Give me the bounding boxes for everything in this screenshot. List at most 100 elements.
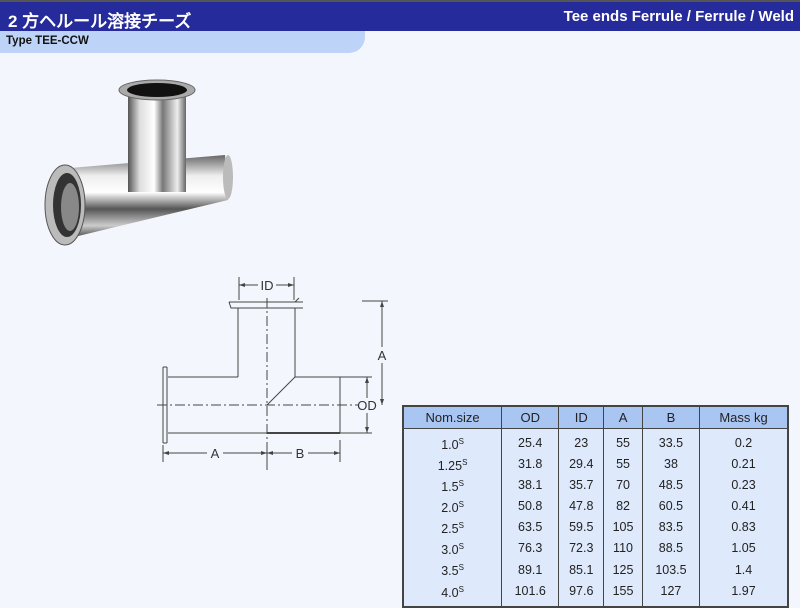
cell-value: 4.0 [441, 585, 459, 600]
table-cell: 3.5S [402, 559, 503, 581]
size-suffix: S [458, 542, 464, 552]
cell-value: 89.1 [518, 562, 543, 577]
table-cell: 29.4 [558, 453, 605, 475]
table-cell: 3.0S [402, 538, 503, 560]
cell-value: 55 [616, 456, 630, 471]
cell-value: 38.1 [518, 477, 543, 492]
cell-value: 88.5 [658, 541, 684, 556]
title-japanese: 2 方ヘルール溶接チーズ [8, 12, 192, 31]
cell-value: 38 [664, 456, 678, 471]
column-header: B [641, 405, 701, 429]
cell-value: 125 [612, 562, 634, 577]
cell-value: 3.0 [441, 543, 459, 558]
table-cell: 82 [603, 495, 643, 518]
cell-value: 110 [613, 541, 633, 556]
label-id: ID [261, 278, 274, 293]
table-cell: 103.5 [641, 559, 701, 581]
table-cell: 72.3 [558, 538, 605, 560]
table-row: 3.5S 89.1 85.1 125 103.5 1.4 [402, 559, 789, 581]
column-header: Nom.size [402, 405, 503, 429]
cell-value: 83.5 [658, 520, 684, 535]
column-header: Mass kg [699, 405, 789, 429]
table-cell: 55 [603, 428, 643, 454]
cell-value: 97.6 [569, 583, 594, 598]
cell-value: 76.3 [518, 541, 543, 556]
table-cell: 125 [603, 559, 643, 581]
table-cell: 33.5 [641, 428, 701, 454]
cell-value: 72.3 [569, 541, 594, 556]
cell-value: 35.7 [569, 477, 594, 492]
table-cell: 2.5S [402, 517, 503, 539]
cell-value: 0.21 [731, 456, 756, 471]
size-suffix: S [458, 584, 464, 594]
cell-value: 48.5 [658, 477, 684, 492]
cell-value: 59.5 [569, 520, 594, 535]
table-cell: 101.6 [501, 580, 560, 607]
table-cell: 35.7 [558, 474, 605, 496]
cell-value: 127 [660, 583, 682, 598]
table-cell: 0.83 [699, 517, 789, 539]
table-cell: 155 [603, 580, 643, 607]
cell-value: 33.5 [658, 435, 684, 450]
table-cell: 0.21 [699, 453, 789, 475]
size-suffix: S [458, 499, 464, 509]
table-cell: 1.0S [402, 428, 503, 454]
table-cell: 2.0S [402, 495, 503, 518]
table-cell: 0.2 [699, 428, 789, 454]
table-cell: 0.41 [699, 495, 789, 518]
cell-value: 103.5 [655, 562, 687, 577]
cell-value: 63.5 [518, 520, 543, 535]
table-cell: 1.5S [402, 474, 503, 496]
table-row: 3.0S 76.3 72.3 110 88.5 1.05 [402, 538, 789, 560]
table-cell: 47.8 [558, 495, 605, 518]
label-a-vertical: A [378, 348, 387, 363]
cell-value: 105 [612, 520, 634, 535]
table-cell: 55 [603, 453, 643, 475]
size-suffix: S [458, 563, 464, 573]
cell-value: 55 [616, 435, 630, 450]
header-bar: 2 方ヘルール溶接チーズ Tee ends Ferrule / Ferrule … [0, 0, 800, 31]
cell-value: 85.1 [569, 562, 594, 577]
table-row: 1.0S 25.4 23 55 33.5 0.2 [402, 428, 789, 454]
cell-value: 23 [574, 435, 589, 450]
cell-value: 50.8 [518, 499, 543, 514]
table-cell: 38 [641, 453, 701, 475]
cell-value: 25.4 [518, 435, 543, 450]
cell-value: 60.5 [658, 499, 684, 514]
table-cell: 1.25S [402, 453, 503, 475]
table-cell: 25.4 [501, 428, 560, 454]
table-cell: 60.5 [641, 495, 701, 518]
type-label: Type TEE-CCW [6, 35, 89, 47]
cell-value: 0.41 [731, 499, 756, 514]
table-cell: 105 [603, 517, 643, 539]
table-cell: 88.5 [641, 538, 701, 560]
table-cell: 63.5 [501, 517, 560, 539]
title-english: Tee ends Ferrule / Ferrule / Weld [563, 8, 794, 25]
column-header: ID [558, 405, 605, 429]
cell-value: 0.23 [731, 477, 756, 492]
table-cell: 127 [641, 580, 701, 607]
size-suffix: S [458, 478, 464, 488]
table-cell: 0.23 [699, 474, 789, 496]
table-cell: 59.5 [558, 517, 605, 539]
table-cell: 97.6 [558, 580, 605, 607]
table-cell: 4.0S [402, 580, 503, 607]
cell-value: 1.4 [734, 562, 753, 577]
label-a-horizontal: A [211, 446, 220, 461]
cell-value: 1.05 [731, 541, 756, 556]
table-cell: 1.4 [699, 559, 789, 581]
label-b: B [296, 446, 305, 461]
cell-value: 70 [616, 477, 630, 492]
table-cell: 48.5 [641, 474, 701, 496]
cell-value: 1.5 [441, 479, 459, 494]
dimension-drawing [157, 277, 388, 470]
table-cell: 1.97 [699, 580, 789, 607]
size-suffix: S [458, 521, 464, 531]
cell-value: 1.97 [731, 583, 756, 598]
table-cell: 1.05 [699, 538, 789, 560]
